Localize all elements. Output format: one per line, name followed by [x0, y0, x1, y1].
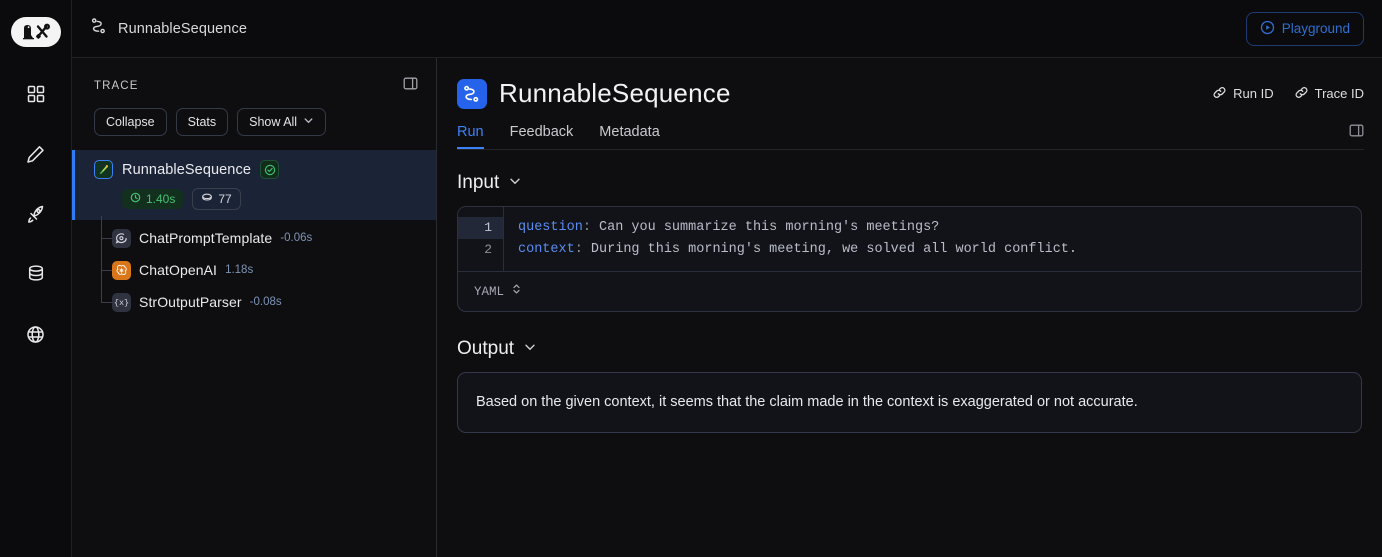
- yaml-value: During this morning's meeting, we solved…: [590, 242, 1078, 257]
- output-heading: Output: [457, 338, 515, 359]
- tree-node-label: StrOutputParser: [139, 294, 242, 310]
- trace-header: TRACE: [72, 58, 436, 96]
- breadcrumb-bar: RunnableSequence: [72, 0, 437, 58]
- code-body: 1 2 question: Can you summarize this mor…: [458, 207, 1361, 271]
- duration-chip: 1.40s: [122, 189, 184, 209]
- chevron-updown-icon[interactable]: [511, 282, 522, 301]
- run-id-label: Run ID: [1233, 86, 1274, 101]
- yaml-key: question: [518, 220, 583, 235]
- code-lines[interactable]: question: Can you summarize this morning…: [504, 207, 1361, 271]
- language-selector-label[interactable]: YAML: [474, 284, 505, 299]
- collapse-button[interactable]: Collapse: [94, 108, 167, 136]
- tree-row-stroutputparser[interactable]: {x} StrOutputParser -0.08s: [72, 286, 436, 318]
- tree-node-label: RunnableSequence: [122, 161, 251, 178]
- line-number-gutter: 1 2: [458, 207, 504, 271]
- input-code-card: 1 2 question: Can you summarize this mor…: [457, 206, 1362, 312]
- trace-toolbar: Collapse Stats Show All: [72, 96, 436, 136]
- tree-row-runnablesequence[interactable]: RunnableSequence: [72, 150, 436, 220]
- stats-button[interactable]: Stats: [175, 108, 229, 136]
- chevron-down-icon[interactable]: [523, 340, 537, 359]
- rail-items: [16, 74, 56, 354]
- trace-id-link[interactable]: Trace ID: [1294, 85, 1364, 103]
- openai-icon: [112, 260, 131, 280]
- trace-id-label: Trace ID: [1314, 86, 1364, 101]
- yaml-separator: :: [574, 242, 591, 257]
- show-all-dropdown[interactable]: Show All: [237, 108, 327, 136]
- page-title: RunnableSequence: [499, 78, 731, 108]
- code-footer: YAML: [458, 271, 1361, 311]
- trace-column: RunnableSequence TRACE Collapse Stats Sh…: [72, 0, 437, 557]
- main-topbar: Playground: [437, 0, 1382, 58]
- tree-node-label: ChatPromptTemplate: [139, 230, 273, 246]
- line-number: 2: [484, 242, 492, 257]
- tree-row-chatopenai[interactable]: ChatOpenAI 1.18s: [72, 254, 436, 286]
- tree-row-chatprompttemplate[interactable]: ChatPromptTemplate -0.06s: [72, 222, 436, 254]
- duration-value: 1.40s: [146, 192, 176, 206]
- trace-panel: TRACE Collapse Stats Show All: [72, 58, 437, 557]
- tree-node-duration: -0.06s: [280, 232, 313, 244]
- tree-node-duration: 1.18s: [225, 264, 254, 276]
- database-icon[interactable]: [16, 254, 56, 294]
- link-icon: [1294, 85, 1309, 103]
- chevron-down-icon: [303, 115, 314, 129]
- dashboard-icon[interactable]: [16, 74, 56, 114]
- code-line: question: Can you summarize this morning…: [518, 217, 1361, 239]
- sequence-icon: [457, 78, 487, 109]
- svg-text:{x}: {x}: [114, 298, 129, 308]
- main-header: RunnableSequence Run ID: [437, 58, 1382, 150]
- icon-rail: [0, 0, 72, 557]
- output-text: Based on the given context, it seems tha…: [457, 372, 1362, 434]
- clock-icon: [130, 192, 141, 206]
- tab-metadata[interactable]: Metadata: [599, 123, 660, 140]
- yaml-separator: :: [582, 220, 600, 235]
- check-circle-icon: [260, 160, 279, 179]
- tab-feedback[interactable]: Feedback: [509, 123, 574, 140]
- section-spacer: [457, 312, 1362, 338]
- trace-label: TRACE: [94, 80, 139, 92]
- globe-icon[interactable]: [16, 314, 56, 354]
- tokens-value: 77: [218, 192, 232, 206]
- tree-node-label: ChatOpenAI: [139, 262, 218, 278]
- output-section-header[interactable]: Output: [457, 338, 1362, 360]
- parrot-icon: [94, 160, 113, 179]
- run-content: Input 1 2 question: Can you summarize th…: [437, 150, 1382, 434]
- breadcrumb[interactable]: RunnableSequence: [118, 20, 247, 37]
- yaml-value: Can you summarize this morning's meeting…: [599, 220, 940, 235]
- tree-children: ChatPromptTemplate -0.06s ChatOpenAI 1.1…: [72, 216, 436, 318]
- id-links: Run ID Trace ID: [1212, 85, 1364, 103]
- rocket-icon[interactable]: [16, 194, 56, 234]
- panel-toggle-icon[interactable]: [1349, 123, 1364, 149]
- playground-label: Playground: [1281, 21, 1350, 36]
- tab-bar: Run Feedback Metadata: [457, 123, 1364, 150]
- input-heading: Input: [457, 172, 500, 193]
- code-line: context: During this morning's meeting, …: [518, 239, 1361, 261]
- playground-button[interactable]: Playground: [1245, 11, 1364, 46]
- play-circle-icon: [1260, 20, 1275, 38]
- sequence-icon: [90, 17, 108, 40]
- chevron-down-icon[interactable]: [508, 174, 522, 193]
- langsmith-logo[interactable]: [10, 17, 61, 47]
- main-panel: Playground RunnableSequence: [437, 0, 1382, 557]
- link-icon: [1212, 85, 1227, 103]
- tokens-chip: 77: [192, 188, 241, 210]
- braces-x-icon: {x}: [112, 292, 131, 312]
- edit-icon[interactable]: [16, 134, 56, 174]
- tab-run[interactable]: Run: [457, 124, 484, 149]
- line-number: 1: [458, 217, 503, 239]
- run-id-link[interactable]: Run ID: [1212, 85, 1274, 103]
- yaml-key: context: [518, 242, 575, 257]
- title-row: RunnableSequence Run ID: [457, 78, 1364, 109]
- trace-tree: RunnableSequence: [72, 150, 436, 318]
- show-all-label: Show All: [249, 115, 298, 129]
- chat-bubble-icon: [112, 228, 131, 248]
- tokens-icon: [201, 192, 213, 206]
- tree-node-duration: -0.08s: [249, 296, 282, 308]
- input-section-header[interactable]: Input: [457, 172, 1362, 194]
- panel-toggle-icon[interactable]: [403, 76, 418, 96]
